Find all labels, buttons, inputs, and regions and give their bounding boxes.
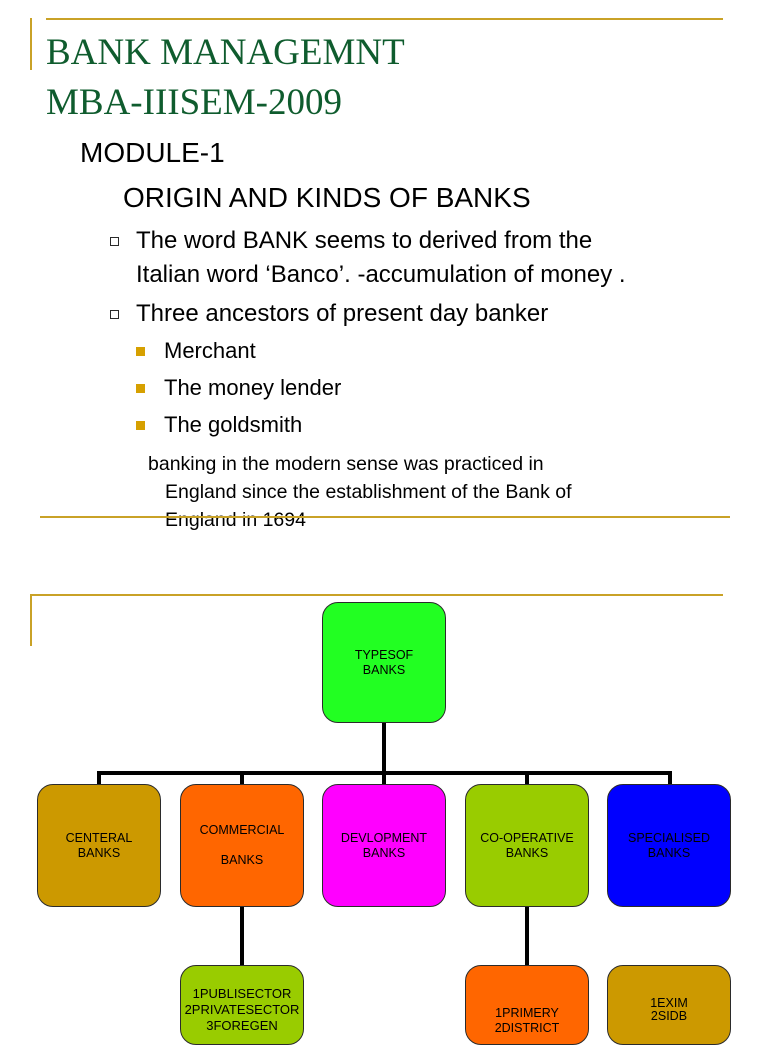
specialised-banks-box: SPECIALISED BANKS (607, 784, 731, 907)
slide1-bottom-rule (40, 516, 730, 518)
box-label: BANKS (220, 853, 264, 867)
bullet-text: The word BANK seems to derived from the (136, 227, 593, 254)
sub-bullet-text: Merchant (164, 338, 256, 363)
bullet-text-continued: Italian word ‘Banco’. -accumulation of m… (136, 261, 626, 288)
filled-square-bullet-icon (136, 347, 145, 356)
box-label: CO-OPERATIVE (480, 830, 574, 845)
connector-line (668, 771, 672, 785)
hollow-square-bullet-icon (110, 237, 119, 246)
box-label: 2SIDB (650, 1009, 688, 1023)
box-label: SPECIALISED (628, 830, 710, 845)
paragraph-line: banking in the modern sense was practice… (148, 453, 544, 475)
slide1-top-rule (46, 18, 723, 20)
specialised-subtypes-box: 1EXIM 2SIDB (607, 965, 731, 1045)
connector-line (382, 723, 386, 773)
paragraph-line: England in 1694 (165, 509, 306, 531)
box-label: BANKS (647, 845, 691, 860)
slide2-top-rule (30, 594, 723, 596)
slide-subtitle: MBA-IIISEM-2009 (46, 82, 342, 123)
box-label: 1PRIMERY (495, 1006, 559, 1020)
box-label: 1EXIM (650, 996, 688, 1010)
box-label: 2DISTRICT (494, 1021, 560, 1035)
box-label: BANKS (362, 845, 406, 860)
connector-line (525, 906, 529, 966)
box-label: BANKS (362, 662, 406, 677)
connector-line (382, 771, 386, 785)
connector-line (240, 771, 244, 785)
box-label: DEVLOPMENT (340, 830, 428, 845)
connector-line (525, 771, 529, 785)
types-of-banks-box: TYPESOF BANKS (322, 602, 446, 723)
box-label: BANKS (505, 845, 549, 860)
box-label: TYPESOF (354, 647, 414, 662)
commercial-banks-box: COMMERCIAL BANKS (180, 784, 304, 907)
filled-square-bullet-icon (136, 384, 145, 393)
section-heading: ORIGIN AND KINDS OF BANKS (123, 182, 531, 213)
filled-square-bullet-icon (136, 421, 145, 430)
hollow-square-bullet-icon (110, 310, 119, 319)
cooperative-subtypes-box: 1PRIMERY 2DISTRICT (465, 965, 589, 1045)
slide-title: BANK MANAGEMNT (46, 32, 405, 73)
box-label: BANKS (77, 845, 121, 860)
connector-line (97, 771, 101, 785)
slide2-top-rule-tick (30, 594, 32, 646)
box-label: CENTERAL (65, 830, 133, 845)
connector-line (240, 906, 244, 966)
bullet-text: Three ancestors of present day banker (136, 300, 549, 327)
sub-bullet-text: The goldsmith (164, 412, 303, 437)
slide1-top-rule-tick (30, 18, 32, 70)
cooperative-banks-box: CO-OPERATIVE BANKS (465, 784, 589, 907)
commercial-subtypes-box: 1PUBLISECTOR 2PRIVATESECTOR 3FOREGEN (180, 965, 304, 1045)
paragraph-line: England since the establishment of the B… (165, 481, 572, 503)
box-label: 3FOREGEN (206, 1018, 278, 1033)
box-label: COMMERCIAL (199, 823, 285, 837)
box-label: 1PUBLISECTOR (192, 986, 292, 1001)
central-banks-box: CENTERAL BANKS (37, 784, 161, 907)
development-banks-box: DEVLOPMENT BANKS (322, 784, 446, 907)
box-label: 2PRIVATESECTOR (184, 1002, 300, 1017)
module-label: MODULE-1 (80, 137, 225, 168)
sub-bullet-text: The money lender (164, 375, 342, 400)
